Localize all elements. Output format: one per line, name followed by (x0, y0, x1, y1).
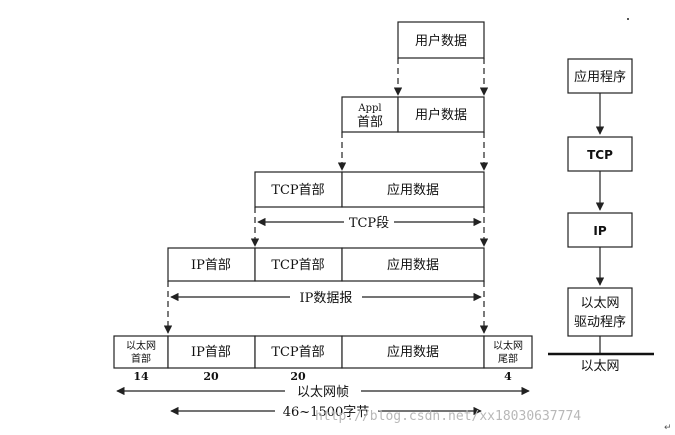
ip-header-label: IP首部 (191, 258, 231, 273)
watermark: http://blog.csdn.net/xx18030637774 (315, 409, 581, 424)
stack-app-label: 应用程序 (574, 69, 626, 85)
tcp-header-label-2: TCP首部 (271, 258, 324, 273)
ip-header-box (167, 247, 256, 282)
tcp-segment-label: TCP段 (349, 216, 389, 231)
payload-size-label: 46~1500字节 (283, 405, 370, 420)
stack-tcp-box (567, 136, 633, 172)
tcp-header-label-3: TCP首部 (271, 345, 324, 360)
eth-trailer-line1: 以太网 (493, 339, 523, 352)
eth-trailer-size: 4 (504, 370, 512, 383)
eth-trailer-box (483, 335, 533, 369)
stack-driver-line1: 以太网 (580, 296, 619, 311)
app-data-box (341, 171, 485, 208)
app-data-box-3 (341, 335, 485, 369)
app-data-label: 应用数据 (387, 182, 439, 198)
ip-header-label-3: IP首部 (191, 345, 231, 360)
tcp-header-box (254, 171, 343, 208)
eth-header-line2: 首部 (131, 352, 151, 365)
stack-driver-box (567, 287, 633, 337)
stack-tcp-label: TCP (587, 148, 613, 162)
user-data-label: 用户数据 (415, 33, 467, 49)
app-data-box-2 (341, 247, 485, 282)
eth-trailer-line2: 尾部 (498, 352, 518, 365)
tcp-header-label: TCP首部 (271, 183, 324, 198)
return-mark: ↵ (664, 423, 672, 433)
eth-frame-label: 以太网帧 (297, 385, 349, 400)
ip-header-size: 20 (203, 370, 219, 383)
stack-driver-line2: 驱动程序 (574, 315, 626, 330)
tcp-header-size: 20 (290, 370, 306, 383)
eth-header-box (113, 335, 169, 369)
corner-dot (627, 18, 629, 20)
stack-ip-label: IP (593, 224, 606, 238)
appl-header-line1: Appl (357, 103, 381, 114)
eth-header-size: 14 (133, 370, 149, 383)
user-data-label-2: 用户数据 (415, 107, 467, 123)
eth-header-line1: 以太网 (126, 339, 156, 352)
user-data-box (397, 21, 485, 59)
stack-app-box (567, 58, 633, 94)
ip-header-box-3 (167, 335, 256, 369)
tcp-header-box-3 (254, 335, 343, 369)
ip-datagram-label: IP数据报 (300, 291, 353, 306)
app-data-label-3: 应用数据 (387, 344, 439, 360)
app-data-label-2: 应用数据 (387, 257, 439, 273)
appl-header-line2: 首部 (357, 115, 383, 130)
stack-medium-label: 以太网 (580, 359, 619, 374)
appl-header-box (341, 96, 399, 133)
user-data-box-2 (397, 96, 485, 133)
